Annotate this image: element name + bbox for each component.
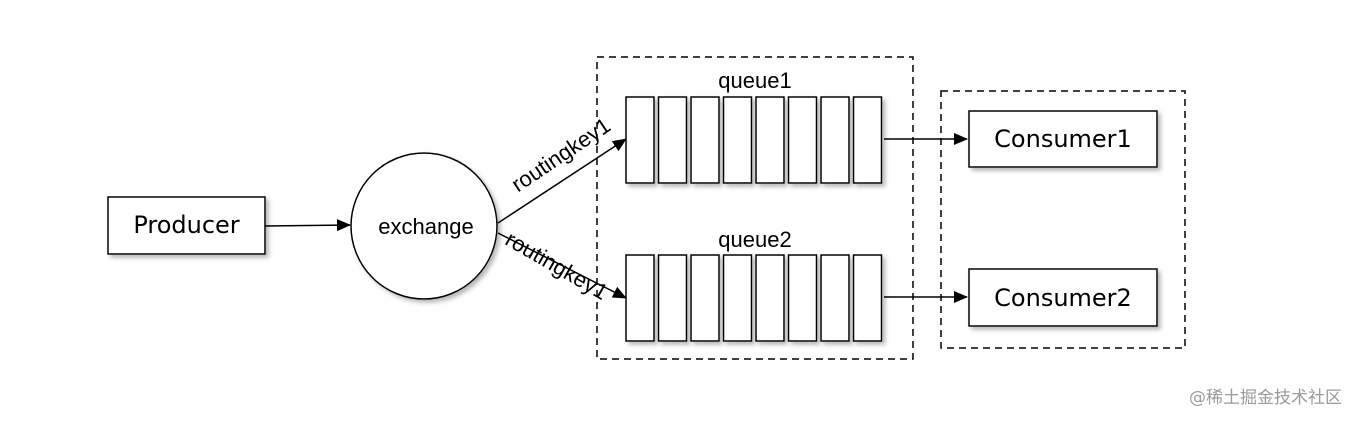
consumers-group-box [940,90,1186,349]
queue1-slot [755,96,785,184]
consumer1-label: Consumer1 [994,125,1132,153]
queue1-slot [690,96,720,184]
queue2-slot [657,254,688,342]
queue1-label: queue1 [718,68,791,93]
queue1-slot [722,96,753,184]
queue2-slot [820,254,850,342]
queue2-label: queue2 [718,227,791,252]
queue2-slot [722,254,753,342]
producer-node: Producer [107,196,266,255]
queue1-slot [787,96,818,184]
routing-key-label-2: routingkey1 [501,226,612,305]
route-arrow-2 [497,232,627,299]
queue2-slot [852,254,883,342]
queue2-slot [787,254,818,342]
queue2-slot [690,254,720,342]
producer-label: Producer [133,211,239,239]
exchange-label: exchange [378,214,473,239]
consumer1-node: Consumer1 [968,110,1158,168]
queue2-slot [625,254,655,342]
queue2 [625,254,883,342]
route-arrow-1 [497,138,627,224]
queue1-slot [625,96,655,184]
queue1-slot [852,96,883,184]
exchange-node: exchange [350,152,498,300]
producer-to-exchange-arrow [264,219,351,232]
queues-group-box [596,56,914,360]
queue2-slot [755,254,785,342]
routing-key-label-1: routingkey1 [507,113,615,197]
watermark-text: @稀土掘金技术社区 [1189,388,1342,408]
queue1-slot [820,96,850,184]
consumer2-node: Consumer2 [968,268,1158,327]
queue1-slot [657,96,688,184]
queue1 [625,96,883,184]
consumer2-label: Consumer2 [994,284,1132,312]
